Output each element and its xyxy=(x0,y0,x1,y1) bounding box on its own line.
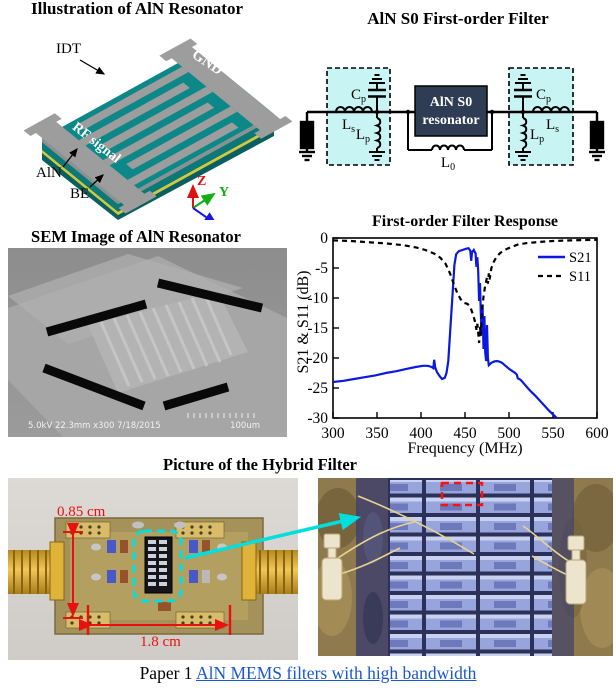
chip-highlight-box xyxy=(132,529,183,603)
resonator-block-label2: resonator xyxy=(422,113,479,128)
legend-s11-label: S11 xyxy=(569,269,591,285)
paper-link[interactable]: AlN MEMS filters with high bandwidth xyxy=(195,663,477,683)
l0-label: L0 xyxy=(441,155,455,173)
hybrid-title: Picture of the Hybrid Filter xyxy=(163,455,357,474)
resonator-die-array xyxy=(388,478,552,656)
sem-image: 5.0kV 22.3mm x300 7/18/2015 100um xyxy=(8,248,287,437)
chart-ticks: 300 350 400 450 500 550 600 0 -5 -10 -15 -20 -25 -30 xyxy=(307,230,609,442)
sem-release-trenches xyxy=(42,278,264,411)
svg-text:-20: -20 xyxy=(307,350,328,367)
z-axis-label: Z xyxy=(197,174,206,189)
right-series-inductor xyxy=(532,106,570,113)
chart-frame xyxy=(332,237,598,419)
sma-connector-right xyxy=(241,541,298,601)
resonator-block-label1: AlN S0 xyxy=(430,95,472,110)
hybrid-filter-photo: 0.85 cm 1.8 cm xyxy=(8,478,298,660)
dimension-annotations: 0.85 cm 1.8 cm xyxy=(57,504,232,650)
left-port xyxy=(299,112,315,162)
right-ls-label: Ls xyxy=(546,117,559,135)
svg-text:0: 0 xyxy=(320,230,328,247)
figure-caption: Paper 1 AlN MEMS filters with high bandw… xyxy=(0,663,616,684)
coordinate-axes: Z Y X xyxy=(187,174,229,220)
gnd-bus-electrode xyxy=(159,38,293,139)
mems-chip xyxy=(144,536,173,594)
rf-bus-electrode xyxy=(23,113,157,214)
left-cp-label: Cp xyxy=(351,87,366,105)
chart-title: First-order Filter Response xyxy=(371,213,559,230)
resonator-block xyxy=(414,85,488,137)
svg-text:-10: -10 xyxy=(307,290,328,307)
sma-connector-left xyxy=(8,541,65,601)
probe-pad-left xyxy=(321,533,343,601)
right-parallel-capacitor xyxy=(514,74,532,112)
chip-closeup-photo xyxy=(318,478,613,656)
legend-s21-label: S21 xyxy=(569,250,592,266)
idt-fingers xyxy=(77,66,239,186)
svg-text:-5: -5 xyxy=(315,260,328,277)
svg-text:600: 600 xyxy=(585,425,609,442)
left-parallel-capacitor xyxy=(368,74,386,112)
svg-text:300: 300 xyxy=(321,425,345,442)
die-highlight-box xyxy=(440,481,484,507)
svg-text:-30: -30 xyxy=(307,410,328,427)
left-series-inductor xyxy=(335,106,373,113)
sem-idt-fingers xyxy=(99,294,233,387)
aln-arrow xyxy=(62,147,78,168)
caption-prefix: Paper 1 xyxy=(139,663,196,683)
idt-label: IDT xyxy=(56,41,81,57)
chart-series-lines xyxy=(333,238,597,418)
y-axis-label: Y xyxy=(219,185,229,200)
resonator-illustration: IDT GND RF signal AlN BE Z Y X xyxy=(23,38,293,220)
right-lp-label: Lp xyxy=(530,127,544,145)
svg-text:-15: -15 xyxy=(307,320,328,337)
chart-xlabel: Frequency (MHz) xyxy=(407,440,523,457)
width-dimension-label: 1.8 cm xyxy=(140,634,181,650)
height-dimension-label: 0.85 cm xyxy=(57,504,106,520)
be-label: BE xyxy=(70,186,89,202)
sem-bright-region xyxy=(8,254,243,344)
chart-legend: S21 S11 xyxy=(538,250,592,285)
be-arrow xyxy=(89,174,104,188)
right-shunt-inductor xyxy=(515,112,531,161)
illustration-title: Illustration of AlN Resonator xyxy=(30,0,244,18)
left-lp-label: Lp xyxy=(356,127,370,145)
sem-scale-ticks xyxy=(187,413,255,418)
sem-scale-label: 100um xyxy=(230,421,260,431)
x-axis-arrow xyxy=(192,207,218,220)
sem-info-text: 5.0kV 22.3mm x300 7/18/2015 xyxy=(28,421,161,431)
parallel-inductor-branch xyxy=(407,112,493,151)
svg-text:-25: -25 xyxy=(307,380,328,397)
left-matching-network-box xyxy=(326,67,391,166)
idt-arrow xyxy=(79,59,106,75)
filter-schematic: AlN S0 resonator Cp Ls Lp Cp Ls Lp L0 xyxy=(299,67,605,173)
right-cp-label: Cp xyxy=(536,87,551,105)
svg-text:450: 450 xyxy=(453,425,477,442)
svg-text:550: 550 xyxy=(541,425,565,442)
sem-title: SEM Image of AlN Resonator xyxy=(31,227,241,246)
circuit-wires xyxy=(299,67,605,166)
left-ls-label: Ls xyxy=(342,117,355,135)
chart-ylabel: S21 & S11 (dB) xyxy=(295,270,312,374)
right-matching-network-box xyxy=(508,67,574,166)
svg-text:500: 500 xyxy=(497,425,521,442)
y-axis-arrow xyxy=(192,192,216,209)
svg-text:400: 400 xyxy=(409,425,433,442)
resonator-top-face xyxy=(23,38,293,214)
probe-pad-right xyxy=(565,535,587,605)
right-port xyxy=(589,112,605,162)
aln-label: AlN xyxy=(36,165,62,181)
circuit-title: AlN S0 First-order Filter xyxy=(367,9,549,28)
svg-text:350: 350 xyxy=(365,425,389,442)
